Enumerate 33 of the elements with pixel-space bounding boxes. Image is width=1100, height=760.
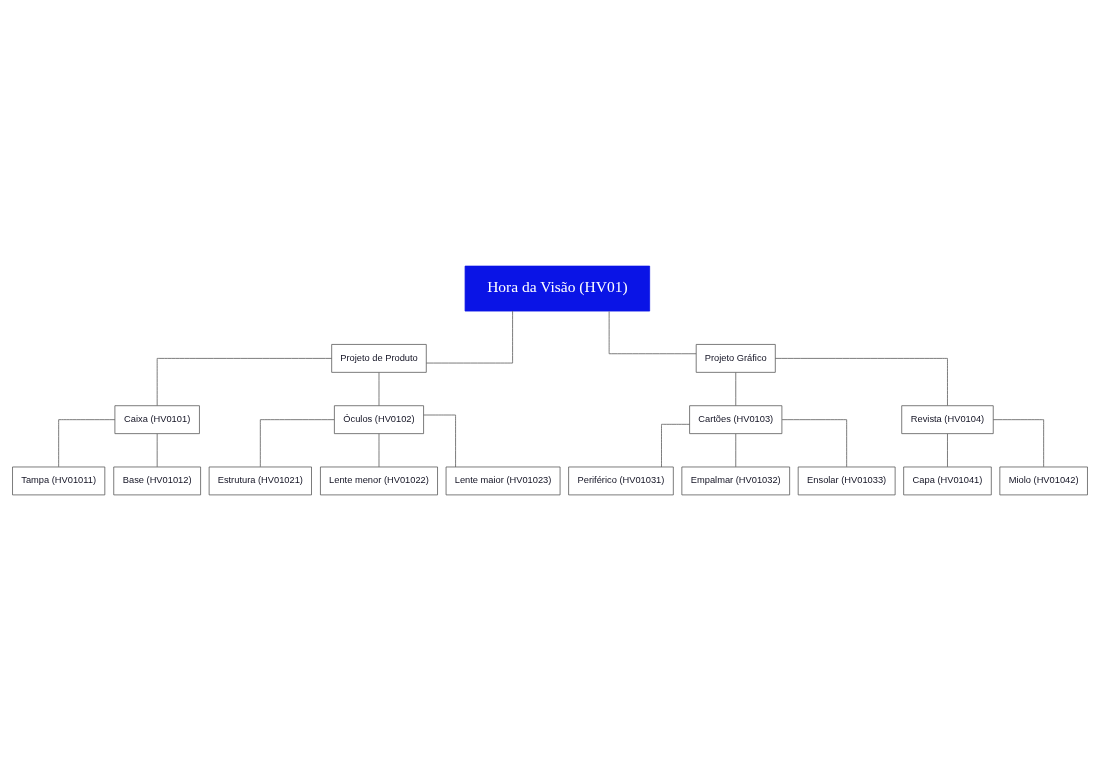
- connector: [156, 357, 333, 406]
- connector: [947, 433, 948, 467]
- connector: [378, 371, 380, 406]
- node-box: Estrutura (HV01021): [208, 466, 312, 495]
- connector: [735, 433, 737, 467]
- connector: [774, 357, 948, 406]
- node-box: Projeto Gráfico: [695, 343, 776, 373]
- node-box: Tampa (HV01011): [12, 466, 106, 495]
- connector: [735, 371, 737, 406]
- node-box: Empalmar (HV01032): [681, 466, 791, 495]
- connector: [58, 418, 116, 467]
- node-box: Base (HV01012): [113, 466, 201, 495]
- node-box: Lente maior (HV01023): [445, 466, 561, 495]
- node-box: Cartões (HV0103): [689, 404, 783, 434]
- connector: [608, 310, 697, 354]
- connector: [992, 418, 1045, 467]
- node-box: Revista (HV0104): [901, 404, 994, 434]
- node-box: Capa (HV01041): [903, 466, 992, 495]
- connector: [426, 310, 513, 363]
- node-box: Lente menor (HV01022): [320, 466, 438, 495]
- node-box: Caixa (HV0101): [114, 404, 200, 434]
- connector: [156, 433, 158, 467]
- node-box: Hora da Visão (HV01): [464, 265, 651, 311]
- node-box: Miolo (HV01042): [999, 466, 1088, 495]
- node-box: Projeto de Produto: [331, 343, 427, 373]
- connector: [423, 414, 456, 467]
- connector: [378, 433, 380, 467]
- connector: [661, 423, 690, 467]
- node-box: Ensolar (HV01033): [797, 466, 896, 495]
- connector: [781, 418, 848, 467]
- node-box: Periférico (HV01031): [568, 466, 674, 495]
- node-box: Óculos (HV0102): [334, 404, 424, 434]
- connector: [259, 418, 335, 467]
